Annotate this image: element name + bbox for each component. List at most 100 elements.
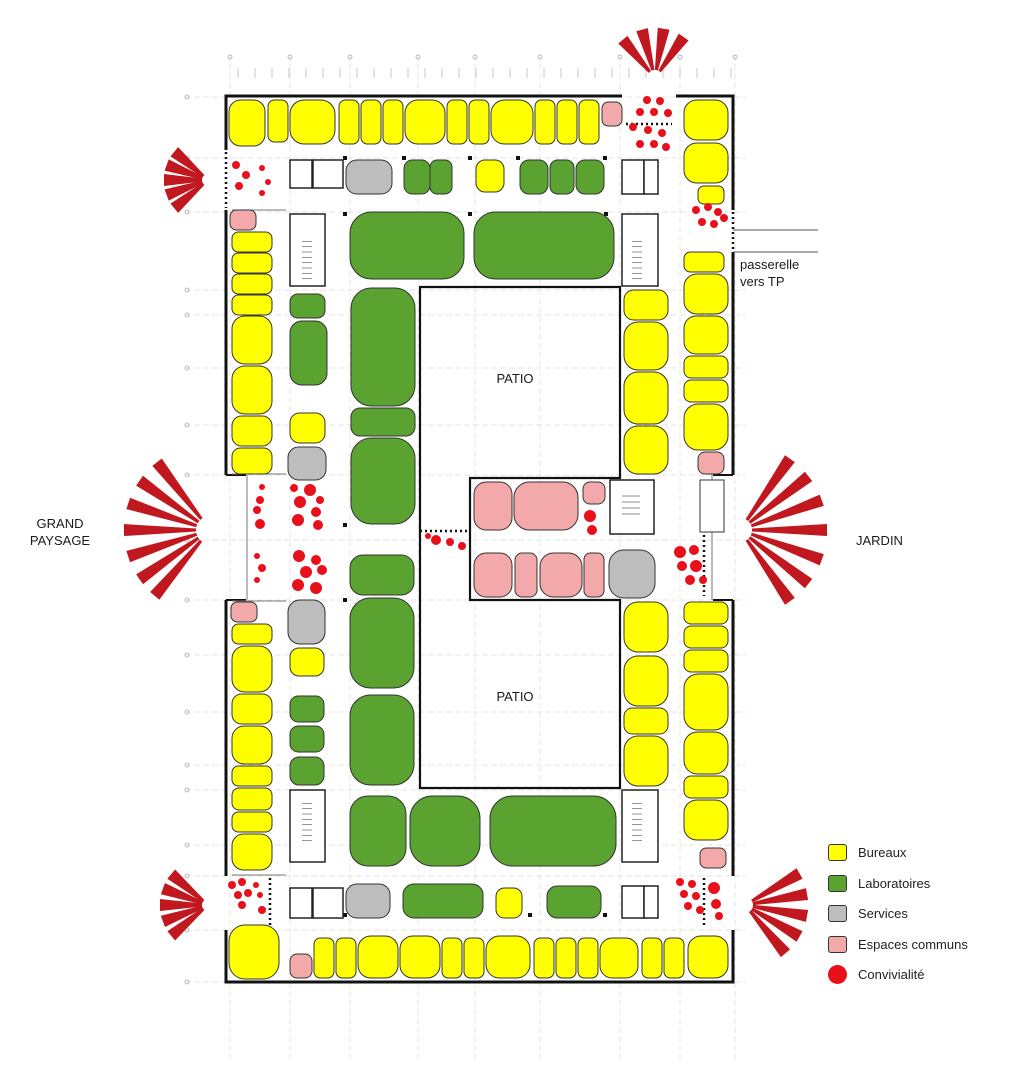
convivialite-dot	[257, 892, 263, 898]
column-post	[604, 212, 608, 216]
convivialite-dot	[708, 882, 720, 894]
convivialite-dot	[714, 208, 722, 216]
passerelle-label-line1: passerelle	[740, 257, 800, 272]
grand-paysage-label-line2: PAYSAGE	[29, 533, 91, 548]
column-post	[402, 156, 406, 160]
convivialite-dot	[254, 577, 260, 583]
room-service	[345, 883, 391, 919]
convivialite-dot	[685, 575, 695, 585]
grid-marker	[732, 54, 738, 60]
room-laboratoire	[289, 756, 325, 786]
column-post	[468, 156, 472, 160]
convivialite-dot	[316, 496, 324, 504]
room-laboratoire	[289, 293, 326, 319]
convivialite-dot	[255, 519, 265, 529]
convivialite-dot	[256, 496, 264, 504]
room-bureau	[231, 415, 273, 447]
convivialite-dot	[629, 123, 637, 131]
room-bureau	[687, 935, 729, 979]
convivialite-dot	[254, 553, 260, 559]
column-post	[528, 913, 532, 917]
room-bureau	[289, 412, 326, 444]
room-laboratoire	[289, 695, 325, 723]
room-bureau	[577, 937, 599, 979]
room-laboratoire	[349, 597, 415, 689]
room-bureau	[231, 447, 273, 475]
convivialite-dot	[636, 108, 644, 116]
room-laboratoire	[575, 159, 605, 195]
convivialite-dot	[300, 566, 312, 578]
grid-marker	[184, 652, 190, 658]
room-bureau	[231, 252, 273, 274]
grid-marker	[347, 54, 353, 60]
room-bureau	[683, 403, 729, 451]
column-post	[603, 913, 607, 917]
convivialite-dot	[699, 576, 707, 584]
convivialite-dot	[688, 880, 696, 888]
room-bureau	[599, 937, 639, 979]
access-ray	[126, 532, 198, 563]
convivialite-dot	[235, 182, 243, 190]
legend-label-espaces-communs: Espaces communs	[858, 936, 968, 952]
grid-marker	[184, 422, 190, 428]
convivialite-dot	[242, 171, 250, 179]
grid-marker	[184, 842, 190, 848]
convivialite-dot	[584, 510, 596, 522]
room-bureau	[231, 765, 273, 787]
convivialite-dot	[680, 890, 688, 898]
convivialite-dot	[587, 525, 597, 535]
room-bureau	[623, 707, 669, 735]
room-laboratoire	[350, 407, 416, 437]
room-bureau	[623, 289, 669, 321]
room-bureau	[683, 649, 729, 673]
room-espace-commun	[289, 953, 313, 979]
grid-marker	[184, 873, 190, 879]
room-bureau	[495, 887, 523, 919]
grid-marker	[184, 312, 190, 318]
room-bureau	[623, 371, 669, 425]
room-bureau	[231, 725, 273, 765]
lift	[621, 885, 645, 919]
room-bureau	[490, 99, 534, 145]
convivialite-dot	[689, 545, 699, 555]
convivialite-dot	[650, 108, 658, 116]
room-bureau	[231, 365, 273, 415]
room-laboratoire	[350, 287, 416, 407]
lift	[312, 159, 344, 189]
convivialite-dot	[317, 565, 327, 575]
room-bureau	[683, 625, 729, 649]
access-ray	[636, 28, 655, 71]
room-bureau	[267, 99, 289, 143]
room-service	[287, 446, 327, 481]
access-ray	[167, 869, 205, 903]
convivialite-dot	[664, 109, 672, 117]
room-bureau	[289, 647, 325, 677]
room-bureau	[683, 142, 729, 184]
stairs	[289, 159, 725, 919]
convivialite-dot	[265, 179, 271, 185]
patio-bottom-label: PATIO	[496, 689, 534, 704]
room-laboratoire	[473, 211, 615, 280]
convivialite-dot	[292, 514, 304, 526]
room-bureau	[231, 231, 273, 253]
patio-top-label: PATIO	[496, 371, 534, 386]
column-post	[343, 598, 347, 602]
grid-marker	[184, 287, 190, 293]
room-laboratoire	[402, 883, 484, 919]
access-ray	[752, 904, 809, 922]
room-bureau	[360, 99, 382, 145]
grid-marker	[287, 54, 293, 60]
convivialite-dot	[232, 161, 240, 169]
room-bureau	[683, 315, 729, 355]
access-ray	[745, 455, 795, 522]
room-espace-commun	[582, 481, 606, 505]
room-bureau	[446, 99, 468, 145]
access-ray	[751, 907, 803, 942]
convivialite-dot	[304, 484, 316, 496]
grid-marker	[184, 209, 190, 215]
room-bureau	[231, 787, 273, 811]
convivialite-dot	[293, 550, 305, 562]
room-laboratoire	[349, 694, 415, 786]
